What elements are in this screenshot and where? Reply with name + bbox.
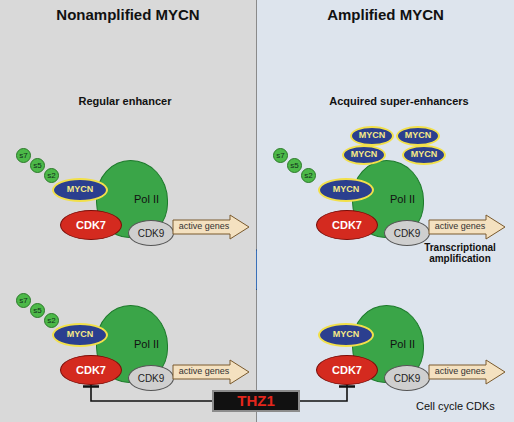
phospho-site: s2: [44, 168, 59, 183]
panel-heading: Nonamplified MYCN: [0, 7, 256, 24]
mycn-protein: MYCN: [350, 126, 394, 146]
node-label: active genes: [435, 222, 500, 232]
node-label: MYCN: [67, 185, 94, 195]
node-label: s2: [47, 317, 55, 325]
node-label: s2: [47, 172, 55, 180]
panel-band: Amplified MYCNMYCNMYCNMYCNMYCNs7s5s2MYCN…: [257, 0, 514, 422]
cdk7-kinase: CDK7: [316, 210, 378, 240]
node-label: CDK7: [332, 364, 362, 376]
node-label: THZ1: [237, 393, 275, 410]
node-label: active genes: [179, 367, 244, 377]
node-label: CDK7: [76, 219, 106, 231]
annotation-label: Transcriptional amplification: [410, 242, 510, 264]
gene-arrow-shape: [173, 360, 249, 384]
node-label: active genes: [435, 367, 500, 377]
node-label: CDK9: [394, 373, 421, 384]
node-label: MYCN: [359, 131, 386, 141]
mycn-protein: MYCN: [402, 145, 446, 165]
node-label: active genes: [179, 222, 244, 232]
node-label: s2: [304, 172, 312, 180]
cdk9-kinase: CDK9: [384, 365, 430, 391]
gene-arrow-shape: [429, 360, 505, 384]
panel-band: Nonamplified MYCNs7s5s2MYCNPol IICDK7CDK…: [0, 0, 256, 422]
mycn-protein: MYCN: [318, 323, 374, 347]
gene-arrow: active genes: [428, 214, 506, 240]
panel-heading: Amplified MYCN: [257, 7, 514, 24]
cdk7-kinase: CDK7: [60, 210, 122, 240]
gene-arrow-shape: [173, 215, 249, 239]
node-label: s7: [276, 152, 284, 160]
node-label: Pol II: [390, 193, 415, 205]
mycn-protein: MYCN: [52, 178, 108, 202]
phospho-site: s7: [16, 148, 31, 163]
phospho-site: s5: [30, 158, 45, 173]
mycn-protein: MYCN: [318, 178, 374, 202]
phospho-site: s7: [273, 148, 288, 163]
node-label: CDK9: [138, 228, 165, 239]
phospho-site: s7: [16, 293, 31, 308]
node-label: s7: [19, 152, 27, 160]
phospho-site: s5: [30, 303, 45, 318]
phospho-site: s2: [44, 313, 59, 328]
node-label: Pol II: [390, 338, 415, 350]
node-label: MYCN: [333, 185, 360, 195]
node-label: s5: [290, 162, 298, 170]
gene-arrow: active genes: [428, 359, 506, 385]
node-label: MYCN: [411, 150, 438, 160]
phospho-site: s2: [301, 168, 316, 183]
cdk9-kinase: CDK9: [128, 365, 174, 391]
node-label: MYCN: [351, 150, 378, 160]
node-label: CDK9: [394, 228, 421, 239]
phospho-site: s5: [287, 158, 302, 173]
annotation-label: Acquired super-enhancers: [314, 95, 484, 107]
node-label: s7: [19, 297, 27, 305]
node-label: Pol II: [134, 338, 159, 350]
node-label: MYCN: [67, 330, 94, 340]
node-label: Pol II: [134, 193, 159, 205]
mycn-protein: MYCN: [342, 145, 386, 165]
gene-arrow: active genes: [172, 214, 250, 240]
cdk7-kinase: CDK7: [316, 355, 378, 385]
annotation-label: Regular enhancer: [60, 95, 190, 107]
node-label: s5: [33, 307, 41, 315]
node-label: CDK7: [76, 364, 106, 376]
cdk7-kinase: CDK7: [60, 355, 122, 385]
node-label: MYCN: [405, 131, 432, 141]
node-label: CDK7: [332, 219, 362, 231]
cdk9-kinase: CDK9: [128, 220, 174, 246]
mycn-protein: MYCN: [52, 323, 108, 347]
drug-box: THZ1: [212, 390, 300, 412]
annotation-label: Cell cycle CDKs: [416, 400, 512, 412]
cdk9-kinase: CDK9: [384, 220, 430, 246]
node-label: s5: [33, 162, 41, 170]
gene-arrow-shape: [429, 215, 505, 239]
mycn-protein: MYCN: [396, 126, 440, 146]
gene-arrow: active genes: [172, 359, 250, 385]
node-label: MYCN: [333, 330, 360, 340]
node-label: CDK9: [138, 373, 165, 384]
